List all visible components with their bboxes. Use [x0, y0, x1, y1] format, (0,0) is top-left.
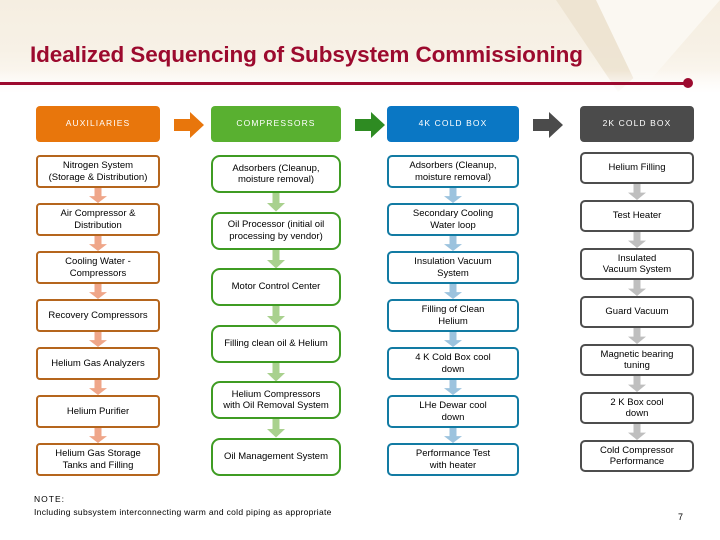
- title-underline-rule: [0, 82, 690, 85]
- flow-connector-arrow-down-icon: [628, 184, 646, 200]
- process-step-label: Helium Purifier: [66, 405, 130, 417]
- process-step-box[interactable]: Adsorbers (Cleanup,moisture removal): [387, 155, 519, 188]
- page-title: Idealized Sequencing of Subsystem Commis…: [30, 42, 583, 67]
- process-step-box[interactable]: Motor Control Center: [211, 268, 341, 306]
- footer-note-label: NOTE:: [34, 494, 65, 504]
- process-step-label: Motor Control Center: [231, 281, 321, 293]
- flow-connector-arrow-down-icon: [267, 419, 285, 438]
- flow-connector-arrow-down-icon: [444, 284, 462, 299]
- column-header-label: AUXILIARIES: [65, 118, 131, 129]
- process-step-label: Cooling Water -Compressors: [65, 256, 131, 279]
- process-step-label: Oil Management System: [223, 450, 328, 462]
- process-step-box[interactable]: Nitrogen System(Storage & Distribution): [36, 155, 160, 188]
- stage-arrow-right-icon-0: [174, 112, 204, 138]
- process-step-label: Adsorbers (Cleanup,moisture removal): [232, 162, 320, 185]
- flow-connector-arrow-down-icon: [89, 332, 107, 347]
- process-step-box[interactable]: Adsorbers (Cleanup,moisture removal): [211, 155, 341, 193]
- column-header-label: 2K COLD BOX: [602, 118, 672, 129]
- flow-connector-arrow-down-icon: [628, 328, 646, 344]
- stage-arrow-right-icon-2: [533, 112, 563, 138]
- flow-connector-arrow-down-icon: [267, 249, 285, 268]
- process-step-box[interactable]: Test Heater: [580, 200, 694, 232]
- process-step-box[interactable]: Oil Management System: [211, 437, 341, 476]
- flow-connector-arrow-down-icon: [89, 188, 107, 203]
- flow-connector-arrow-down-icon: [267, 193, 285, 212]
- process-step-label: Air Compressor &Distribution: [60, 208, 136, 231]
- process-step-box[interactable]: Recovery Compressors: [36, 299, 160, 332]
- footer-note-text: Including subsystem interconnecting warm…: [34, 507, 332, 517]
- flow-connector-arrow-down-icon: [444, 332, 462, 347]
- column-header-compressors[interactable]: COMPRESSORS: [211, 106, 341, 142]
- column-header-label: 4K COLD BOX: [418, 118, 488, 129]
- process-step-box[interactable]: Helium Gas Analyzers: [36, 347, 160, 380]
- process-step-box[interactable]: Cooling Water -Compressors: [36, 251, 160, 284]
- process-step-label: Helium Filling: [608, 162, 666, 174]
- column-header-auxiliaries[interactable]: AUXILIARIES: [36, 106, 160, 142]
- process-step-label: Helium Gas Analyzers: [51, 357, 145, 369]
- process-step-box[interactable]: Guard Vacuum: [580, 296, 694, 328]
- process-step-label: Guard Vacuum: [605, 306, 669, 318]
- process-step-box[interactable]: Helium Filling: [580, 152, 694, 184]
- flow-connector-arrow-down-icon: [444, 380, 462, 395]
- stage-arrow-right-icon-1: [355, 112, 385, 138]
- flow-connector-arrow-down-icon: [628, 424, 646, 440]
- flow-connector-arrow-down-icon: [628, 280, 646, 296]
- process-step-box[interactable]: Filling clean oil & Helium: [211, 324, 341, 363]
- flow-connector-arrow-down-icon: [628, 232, 646, 248]
- flow-connector-arrow-down-icon: [444, 428, 462, 443]
- process-step-box[interactable]: Air Compressor &Distribution: [36, 203, 160, 236]
- process-step-label: Adsorbers (Cleanup,moisture removal): [409, 160, 497, 183]
- flow-connector-arrow-down-icon: [89, 236, 107, 251]
- column-header-cold-box-2k[interactable]: 2K COLD BOX: [580, 106, 694, 142]
- column-header-label: COMPRESSORS: [236, 118, 316, 129]
- process-step-box[interactable]: Helium Purifier: [36, 395, 160, 428]
- process-step-label: Recovery Compressors: [48, 309, 148, 321]
- process-step-label: Filling clean oil & Helium: [224, 337, 328, 349]
- process-step-label: Nitrogen System(Storage & Distribution): [48, 160, 148, 183]
- flow-connector-arrow-down-icon: [267, 362, 285, 381]
- flow-connector-arrow-down-icon: [267, 306, 285, 325]
- column-header-cold-box-4k[interactable]: 4K COLD BOX: [387, 106, 519, 142]
- process-step-label: Test Heater: [612, 210, 662, 222]
- flow-connector-arrow-down-icon: [628, 376, 646, 392]
- footer-note: NOTE: Including subsystem interconnectin…: [34, 494, 332, 517]
- flow-connector-arrow-down-icon: [444, 188, 462, 203]
- title-rule-end-dot: [683, 78, 693, 88]
- flow-connector-arrow-down-icon: [89, 380, 107, 395]
- flow-connector-arrow-down-icon: [444, 236, 462, 251]
- flow-connector-arrow-down-icon: [89, 428, 107, 443]
- flow-connector-arrow-down-icon: [89, 284, 107, 299]
- page-number: 7: [678, 512, 684, 522]
